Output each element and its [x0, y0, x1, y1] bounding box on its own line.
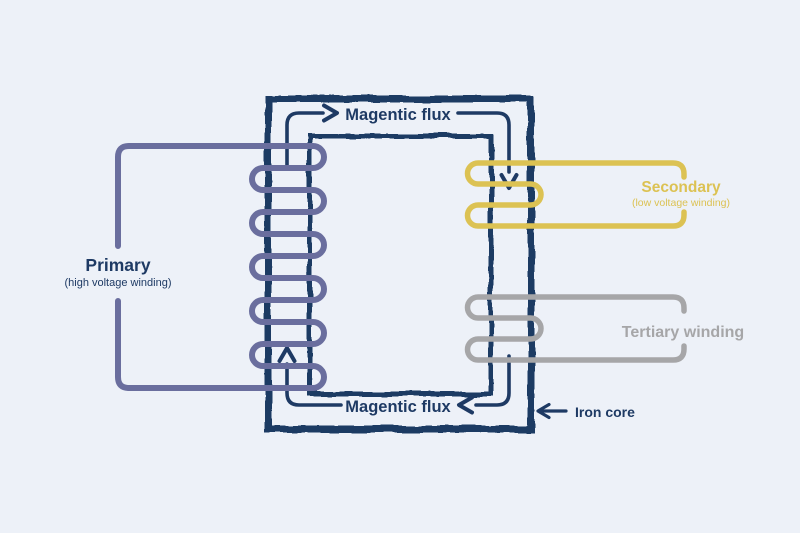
secondary-winding-coil — [464, 160, 687, 229]
secondary-sublabel: (low voltage winding) — [632, 197, 730, 209]
secondary-label: Secondary — [641, 179, 721, 196]
secondary-winding — [464, 160, 687, 229]
primary-sublabel: (high voltage winding) — [64, 277, 171, 289]
iron-core-inner — [307, 133, 494, 397]
flux-path-top-left — [285, 111, 325, 168]
iron-core-label: Iron core — [575, 404, 635, 420]
tertiary-winding-coil — [464, 294, 687, 363]
flux-path-bottom-right — [474, 354, 511, 407]
primary-winding-coil — [249, 143, 327, 391]
iron-core-pointer — [536, 402, 568, 420]
tertiary-label: Tertiary winding — [622, 324, 744, 341]
flux-path-bottom-left — [285, 362, 343, 407]
flux-arrow-down-icon — [499, 173, 519, 190]
flux-arrow-right-icon — [322, 103, 339, 123]
flux-path — [277, 103, 519, 415]
tertiary-winding — [464, 294, 687, 363]
primary-winding — [115, 143, 327, 391]
iron-core — [264, 95, 535, 433]
iron-core-pointer-arrow-icon — [536, 402, 551, 420]
iron-core-outer — [264, 95, 535, 433]
primary-lead-top — [115, 143, 255, 249]
flux-arrow-left-icon — [457, 395, 474, 415]
primary-label: Primary — [85, 255, 150, 275]
flux-label-top: Magentic flux — [345, 106, 451, 124]
flux-path-top-right — [456, 111, 511, 174]
primary-lead-bottom — [115, 298, 316, 391]
flux-arrow-up-icon — [277, 346, 297, 363]
flux-label-bottom: Magentic flux — [345, 398, 451, 416]
